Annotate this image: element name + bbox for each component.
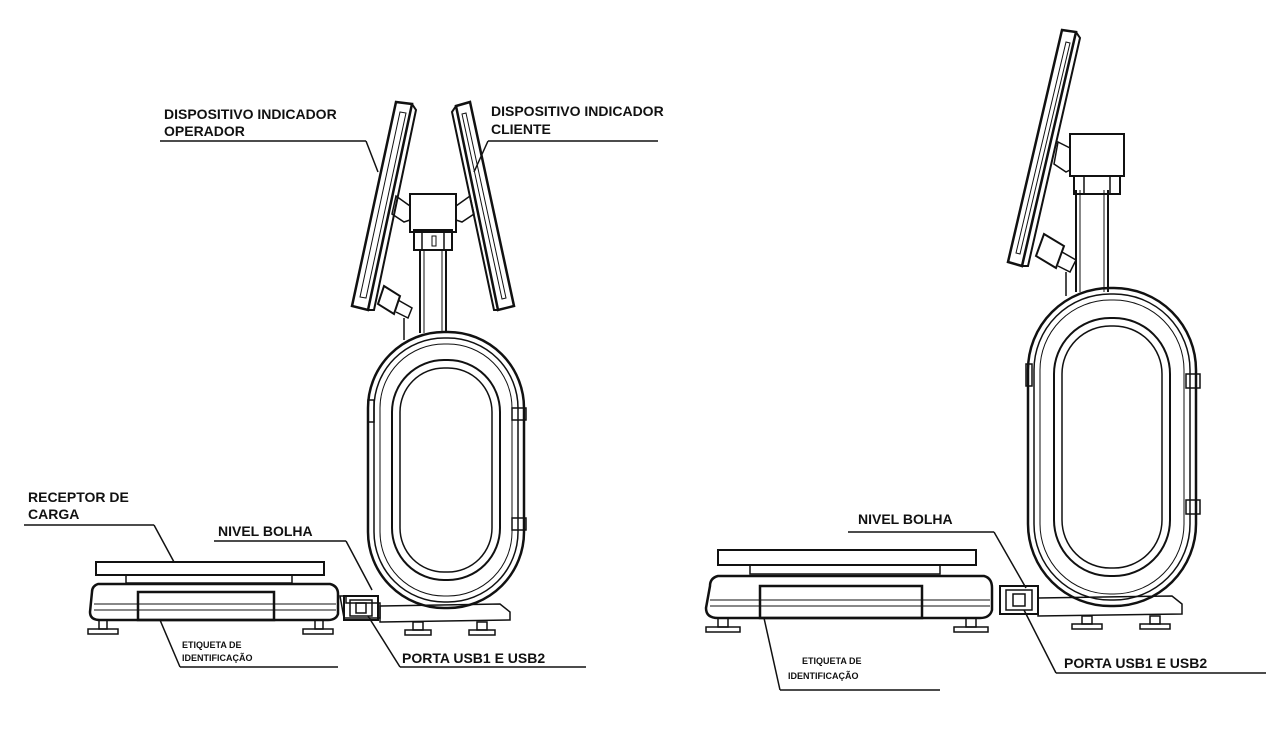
left-aux-device	[376, 284, 413, 340]
label-operador-line1: DISPOSITIVO INDICADOR	[164, 106, 337, 122]
left-leader-lines	[24, 140, 658, 668]
label-receptor-line2: CARGA	[28, 506, 79, 522]
label-usb-left: PORTA USB1 E USB2	[402, 650, 545, 666]
label-operador-line2: OPERADOR	[164, 123, 245, 139]
label-receptor-line1: RECEPTOR DE	[28, 489, 129, 505]
right-view: NIVEL BOLHA ETIQUETA DE IDENTIFICAÇÃO PO…	[704, 28, 1266, 691]
label-nivel-right: NIVEL BOLHA	[858, 511, 953, 527]
label-cliente: DISPOSITIVO INDICADOR CLIENTE	[491, 103, 668, 137]
left-operator-display	[350, 100, 418, 312]
right-leader-lines	[763, 531, 1266, 691]
left-post	[391, 193, 475, 333]
label-etiqueta-left-line1: ETIQUETA DE	[182, 640, 242, 650]
label-etiqueta-left-line2: IDENTIFICAÇÃO	[182, 653, 253, 663]
label-etiqueta-right-line1: ETIQUETA DE	[802, 656, 862, 666]
label-etiqueta-right: ETIQUETA DE IDENTIFICAÇÃO	[788, 656, 864, 681]
left-column-base	[339, 595, 511, 636]
left-id-plate	[136, 590, 276, 622]
right-display	[1006, 28, 1082, 268]
right-scale-base	[704, 549, 994, 633]
label-operador: DISPOSITIVO INDICADOR OPERADOR	[164, 106, 341, 139]
label-receptor: RECEPTOR DE CARGA	[28, 489, 133, 522]
right-post	[1053, 133, 1125, 292]
label-nivel-left: NIVEL BOLHA	[218, 523, 313, 539]
left-view: DISPOSITIVO INDICADOR OPERADOR DISPOSITI…	[24, 100, 668, 668]
right-column-base	[999, 585, 1183, 630]
right-id-plate	[758, 584, 924, 620]
left-oval-column	[366, 330, 527, 610]
right-oval-column	[1025, 286, 1201, 608]
left-base-feet	[87, 619, 334, 635]
label-etiqueta-left: ETIQUETA DE IDENTIFICAÇÃO	[182, 640, 253, 663]
left-client-display	[450, 100, 516, 312]
label-cliente-line2: CLIENTE	[491, 121, 551, 137]
label-etiqueta-right-line2: IDENTIFICAÇÃO	[788, 671, 859, 681]
label-cliente-line1: DISPOSITIVO INDICADOR	[491, 103, 664, 119]
left-scale-base	[87, 561, 340, 635]
label-usb-right: PORTA USB1 E USB2	[1064, 655, 1207, 671]
left-usb-port	[343, 595, 379, 621]
right-base-feet	[705, 617, 989, 633]
right-aux-device	[1034, 232, 1077, 296]
